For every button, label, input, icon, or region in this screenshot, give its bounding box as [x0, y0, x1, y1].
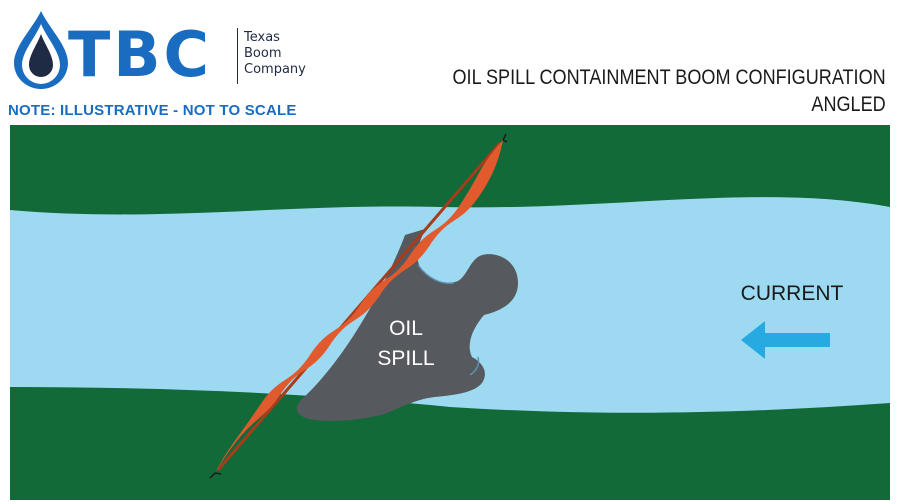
containment-boom: [209, 133, 508, 479]
logo-company-line: Company: [244, 62, 306, 77]
river-diagram: OIL SPILL CURRENT: [10, 125, 890, 500]
scale-note: NOTE: ILLUSTRATIVE - NOT TO SCALE: [8, 102, 297, 119]
diagram-title-line2: ANGLED: [811, 93, 886, 116]
diagram-title-line1: OIL SPILL CONTAINMENT BOOM CONFIGURATION: [452, 66, 886, 89]
oil-spill-shape: [296, 229, 518, 421]
logo-divider: [237, 28, 238, 84]
logo-company-line: Texas: [244, 30, 280, 45]
oil-drop-logo-icon: [10, 8, 72, 92]
logo-wordmark: TBC: [68, 18, 213, 91]
current-label: CURRENT: [741, 282, 844, 305]
diagram-title: OIL SPILL CONTAINMENT BOOM CONFIGURATION…: [453, 64, 886, 118]
logo-company-name: Texas Boom Company: [244, 30, 306, 78]
header: TBC Texas Boom Company NOTE: ILLUSTRATIV…: [0, 0, 900, 124]
spill-label-spill: SPILL: [377, 347, 434, 370]
spill-label-oil: OIL: [389, 317, 423, 340]
logo-company-line: Boom: [244, 46, 282, 61]
current-arrow-icon: [741, 321, 830, 359]
